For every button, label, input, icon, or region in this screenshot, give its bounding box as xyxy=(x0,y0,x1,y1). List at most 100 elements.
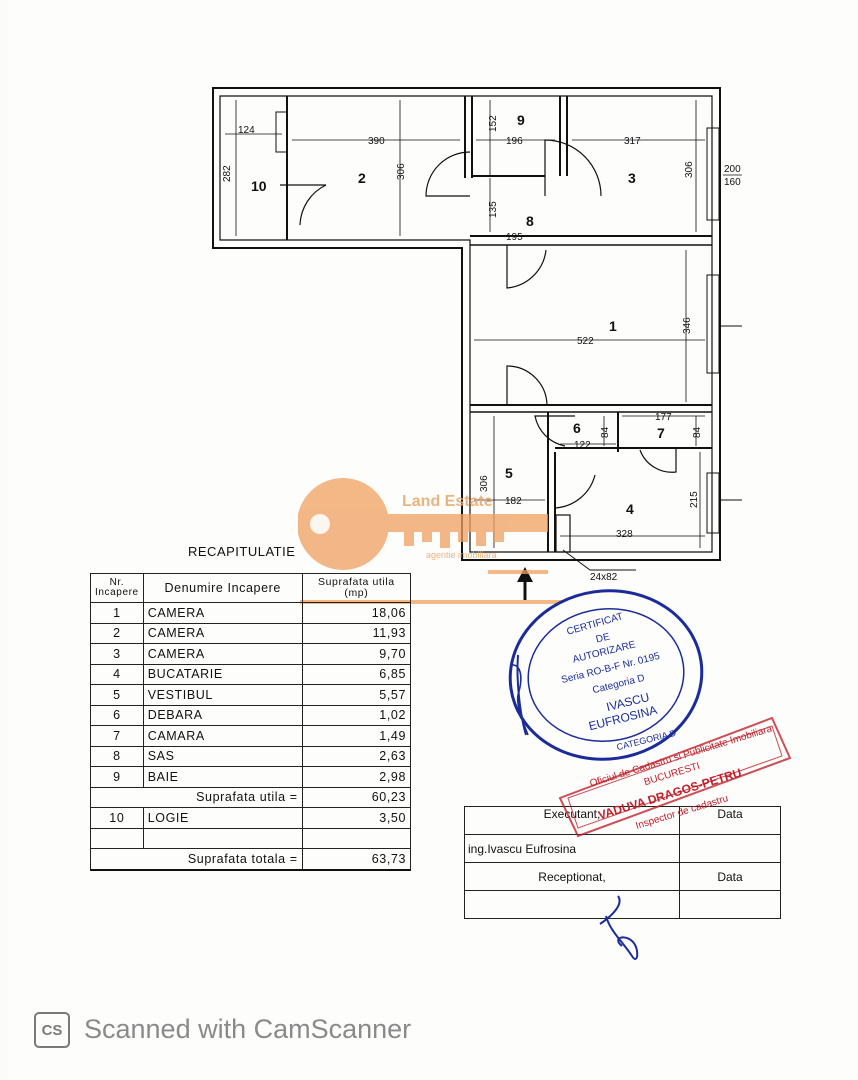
row-area: 1,02 xyxy=(301,704,412,726)
dimension-label: 84 xyxy=(692,426,703,438)
inspector-stamp-icon xyxy=(558,716,792,838)
dimension-label: 152 xyxy=(488,115,499,132)
dimension-label: 196 xyxy=(506,136,523,147)
room-label: 6 xyxy=(573,420,581,436)
signature-scribble-icon xyxy=(599,895,639,960)
row-area: 5,57 xyxy=(301,684,412,706)
row-name: SAS xyxy=(142,745,303,767)
dimension-label: 84 xyxy=(600,426,611,438)
row-name: CAMERA xyxy=(142,602,303,624)
room-label: 10 xyxy=(251,178,267,194)
signature-table: Executant,Data ing.Ivascu Eufrosina Rece… xyxy=(464,806,781,919)
row-nr: 6 xyxy=(90,704,144,726)
row-area: 2,98 xyxy=(301,766,412,788)
dimension-label: 182 xyxy=(505,496,522,507)
row-name: VESTIBUL xyxy=(142,684,303,706)
row-nr: 2 xyxy=(90,622,144,644)
row-nr: 4 xyxy=(90,663,144,685)
row-name: BAIE xyxy=(142,766,303,788)
room-label: 1 xyxy=(609,318,617,334)
row-area: 9,70 xyxy=(301,643,412,665)
dimension-label: 328 xyxy=(616,529,633,540)
dimension-label: 177 xyxy=(655,412,672,423)
dimension-label: 346 xyxy=(682,317,693,334)
dimension-label: 306 xyxy=(684,161,695,178)
room-label: 9 xyxy=(517,112,525,128)
dimension-label: 522 xyxy=(577,336,594,347)
total-area-row: Suprafata totala =63,73 xyxy=(90,848,412,871)
camscanner-caption: Scanned with CamScanner xyxy=(84,1014,412,1044)
dimension-label: 124 xyxy=(238,125,255,136)
row-nr: 3 xyxy=(90,643,144,665)
watermark-underline xyxy=(300,600,562,604)
row-nr: 10 xyxy=(90,807,144,829)
row-area: 2,63 xyxy=(301,745,412,767)
row-nr: 8 xyxy=(90,745,144,767)
row-name: CAMARA xyxy=(142,725,303,747)
room-label: 2 xyxy=(358,170,366,186)
recap-table: Nr.Incapere Denumire Incapere Suprafata … xyxy=(90,573,412,871)
watermark-brand: Land Estate xyxy=(402,493,493,510)
empty-row xyxy=(90,827,412,849)
row-area: 11,93 xyxy=(301,622,412,644)
dimension-label: 135 xyxy=(488,201,499,218)
entrance-arrow-icon xyxy=(517,567,533,600)
row-area: 18,06 xyxy=(301,602,412,624)
room-label: 4 xyxy=(626,501,634,517)
useful-area-row: Suprafata utila =60,23 xyxy=(90,786,412,808)
row-area: 3,50 xyxy=(301,807,412,829)
recap-title: RECAPITULATIE xyxy=(188,544,296,559)
dimension-labels: 124 282 390 306 152 196 317 306 200 160 … xyxy=(222,115,742,583)
dimension-label: 200 xyxy=(724,164,741,175)
recap-header-row: Nr.Incapere Denumire Incapere Suprafata … xyxy=(90,573,412,603)
header-name: Denumire Incapere xyxy=(142,573,303,603)
row-name: BUCATARIE xyxy=(142,663,303,685)
dimension-label: 306 xyxy=(396,163,407,180)
executant-name: ing.Ivascu Eufrosina xyxy=(464,834,680,863)
header-area: Suprafata utila(mp) xyxy=(301,573,412,603)
row-name: CAMERA xyxy=(142,622,303,644)
header-nr: Nr.Incapere xyxy=(90,573,144,603)
total-area-label: Suprafata totala = xyxy=(143,848,303,871)
useful-area-value: 60,23 xyxy=(301,786,412,808)
floor-plan: 124 282 390 306 152 196 317 306 200 160 … xyxy=(212,87,742,600)
useful-area-label: Suprafata utila = xyxy=(143,786,303,808)
room-label: 7 xyxy=(657,425,665,441)
row-nr: 1 xyxy=(90,602,144,624)
authorization-stamp-icon xyxy=(508,589,704,761)
row-nr: 7 xyxy=(90,725,144,747)
camscanner-logo-icon: CS xyxy=(34,1012,70,1048)
date-label-2: Data xyxy=(679,862,781,891)
dimension-label: 215 xyxy=(689,491,700,508)
total-area-value: 63,73 xyxy=(301,848,412,871)
room-label: 3 xyxy=(628,170,636,186)
row-area: 1,49 xyxy=(301,725,412,747)
dimension-label: 195 xyxy=(506,232,523,243)
dimension-label: 122 xyxy=(574,440,591,451)
dimension-label: 24x82 xyxy=(590,572,618,583)
room-label: 8 xyxy=(526,213,534,229)
row-name: DEBARA xyxy=(142,704,303,726)
dimension-label: 390 xyxy=(368,136,385,147)
row-nr: 5 xyxy=(90,684,144,706)
room-label: 5 xyxy=(505,465,513,481)
row-name: LOGIE xyxy=(142,807,303,829)
watermark-tagline: agentie imobiliara xyxy=(426,550,497,560)
dimension-label: 306 xyxy=(479,475,490,492)
dimension-label: 160 xyxy=(724,177,741,188)
dimension-label: 282 xyxy=(222,165,233,182)
row-name: CAMERA xyxy=(142,643,303,665)
row-nr: 9 xyxy=(90,766,144,788)
dimension-label: 317 xyxy=(624,136,641,147)
row-area: 6,85 xyxy=(301,663,412,685)
